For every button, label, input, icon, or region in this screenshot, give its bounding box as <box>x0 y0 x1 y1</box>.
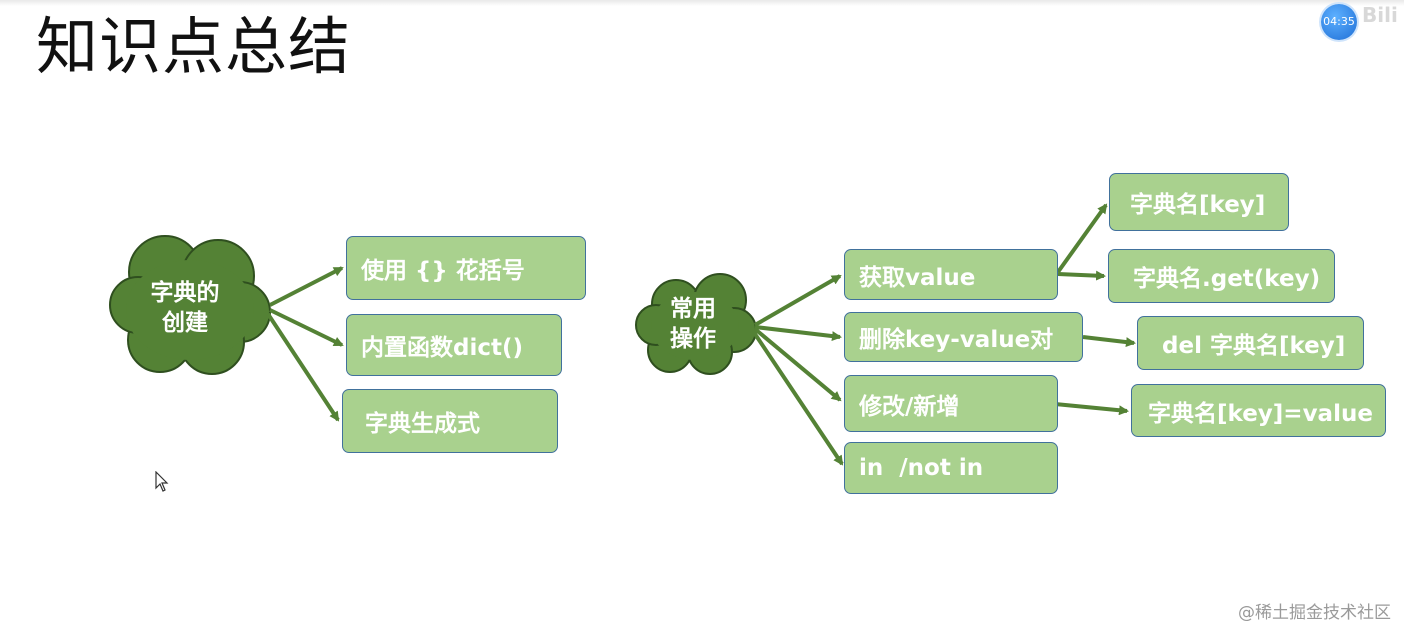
arrow-op-3 <box>753 327 842 402</box>
cloud-operations-label: 常用 操作 <box>670 296 716 352</box>
arrow-detail-2 <box>1057 270 1106 281</box>
top-bar <box>0 0 1404 6</box>
operations-arrows <box>751 274 844 466</box>
creation-box-comprehension: 字典生成式 <box>342 389 558 453</box>
op-box-delete: 删除key-value对 <box>844 312 1083 362</box>
cloud-creation-label: 字典的 创建 <box>150 280 220 336</box>
arrow-detail-4 <box>1054 402 1129 416</box>
creation-box-braces: 使用 {} 花括号 <box>346 236 586 300</box>
arrow-detail-1 <box>1056 203 1108 274</box>
detail-arrows <box>1054 203 1136 416</box>
op-box-get-value: 获取value <box>844 249 1058 300</box>
op-box-modify: 修改/新增 <box>844 375 1058 432</box>
op-box-in-not-in: in /not in <box>844 442 1058 494</box>
arrow-detail-3 <box>1082 335 1136 348</box>
arrow-creation-1 <box>269 266 344 307</box>
detail-box-assign: 字典名[key]=value <box>1131 384 1386 437</box>
detail-box-del: del 字典名[key] <box>1137 316 1364 370</box>
detail-box-get-method: 字典名.get(key) <box>1108 249 1335 303</box>
cloud-creation <box>109 235 271 375</box>
watermark: @稀土掘金技术社区 <box>1238 603 1391 623</box>
arrow-creation-3 <box>266 312 340 422</box>
arrow-op-1 <box>754 274 842 327</box>
cloud-operations <box>635 273 757 375</box>
corner-logo: Bili <box>1362 4 1398 26</box>
timer-badge[interactable]: 04:35 <box>1321 4 1357 40</box>
detail-box-bracket-access: 字典名[key] <box>1109 173 1289 231</box>
arrow-op-2 <box>754 325 842 342</box>
mouse-cursor-icon <box>155 471 169 492</box>
arrow-op-4 <box>751 329 844 466</box>
slide-title: 知识点总结 <box>36 10 352 83</box>
creation-box-dict-func: 内置函数dict() <box>346 314 562 376</box>
creation-arrows <box>266 266 344 422</box>
arrow-creation-2 <box>269 308 344 347</box>
